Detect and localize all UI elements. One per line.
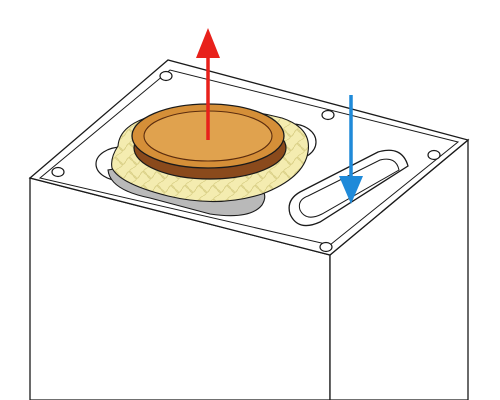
arrow-up-icon xyxy=(196,28,220,140)
bolt-hole-mid xyxy=(321,109,335,121)
bolt-hole-right xyxy=(427,149,441,161)
bolt-hole-left xyxy=(51,166,65,178)
block-top-inner-rim xyxy=(38,69,460,246)
bolt-hole-top xyxy=(159,70,173,82)
valve-disc xyxy=(131,103,287,180)
bolt-hole-bottom xyxy=(319,241,333,253)
arrow-down-icon xyxy=(339,95,363,204)
bolt-holes xyxy=(51,70,441,253)
